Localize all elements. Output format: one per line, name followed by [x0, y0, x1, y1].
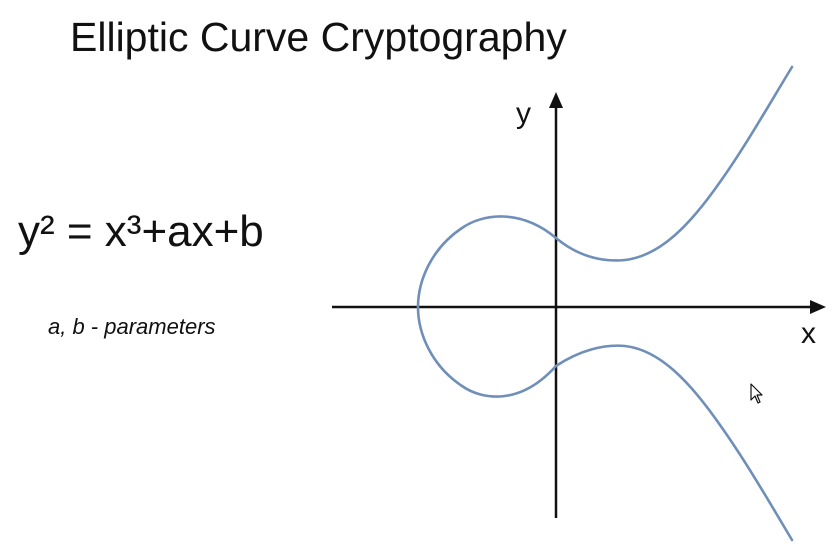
- slide-title: Elliptic Curve Cryptography: [70, 14, 567, 60]
- x-axis-label: x: [801, 317, 816, 350]
- curve-lower-branch: [416, 305, 794, 542]
- x-axis-arrowhead: [810, 300, 826, 314]
- y-axis-arrowhead: [549, 92, 563, 108]
- mouse-pointer-icon: [750, 383, 763, 404]
- curve-equation: y² = x³+ax+b: [18, 207, 264, 256]
- parameters-note: a, b - parameters: [48, 314, 216, 339]
- y-axis-label: y: [516, 97, 531, 130]
- curve-upper-branch: [416, 65, 794, 309]
